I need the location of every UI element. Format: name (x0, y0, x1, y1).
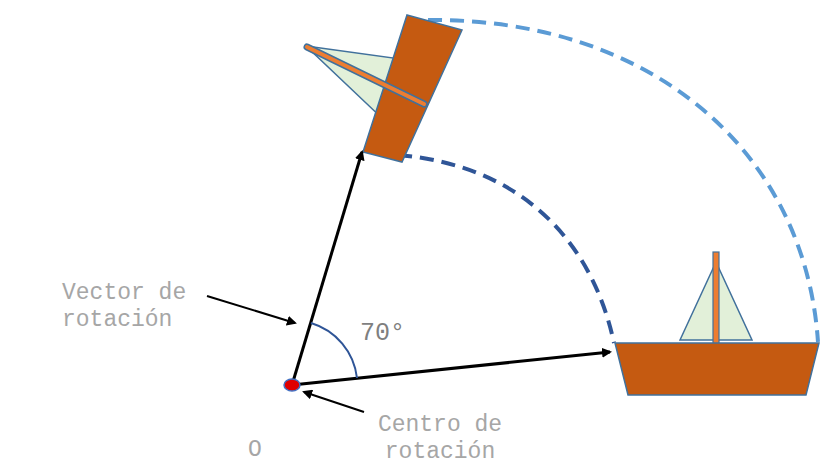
boat-mast (713, 252, 719, 344)
rotated-boat-hull (363, 15, 462, 162)
angle-label: 70° (360, 320, 440, 347)
leader-arrow (304, 392, 364, 412)
center-label: Centro de rotación (370, 412, 510, 466)
inner-path-arc (398, 155, 614, 343)
boat-hull (615, 343, 819, 395)
leader-arrow (207, 296, 295, 323)
outer-path-arc (428, 20, 818, 342)
angle-arc (311, 323, 357, 378)
vector-label: Vector de rotación (62, 280, 202, 334)
rotation-vector (292, 152, 362, 385)
center-point-label: O (243, 437, 267, 464)
rotation-vector (292, 352, 610, 385)
rotation-center-dot (284, 379, 300, 391)
rotated-boat-mast (307, 47, 424, 104)
rotated-boat-mast-border (307, 47, 424, 104)
